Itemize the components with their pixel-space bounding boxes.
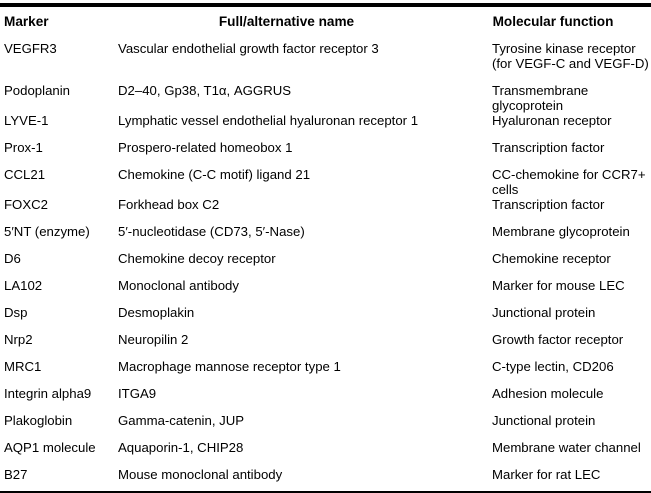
cell-fullname: Desmoplakin: [118, 305, 195, 320]
cell-marker: Prox-1: [4, 140, 43, 155]
cell-function: Junctional protein: [492, 413, 596, 428]
cell-fullname: Aquaporin-1, CHIP28: [118, 440, 244, 455]
cell-fullname: Prospero-related homeobox 1: [118, 140, 293, 155]
cell-function: Growth factor receptor: [492, 332, 624, 347]
cell-function-line-2: (for VEGF-C and VEGF-D): [492, 56, 649, 71]
cell-marker: AQP1 molecule: [4, 440, 96, 455]
table-row: B27 Mouse monoclonal antibody Marker for r…: [0, 467, 651, 491]
cell-function: Transcription factor: [492, 197, 605, 212]
cell-function-line-1: Tyrosine kinase receptor: [492, 41, 636, 56]
table-body: VEGFR3 Vascular endothelial growth factor…: [0, 41, 651, 491]
cell-function: Adhesion molecule: [492, 386, 604, 401]
cell-marker: VEGFR3: [4, 41, 57, 56]
cell-marker: Podoplanin: [4, 83, 70, 98]
table-row: Nrp2 Neuropilin 2 Growth factor receptor: [0, 332, 651, 359]
cell-marker: Plakoglobin: [4, 413, 73, 428]
table-row: FOXC2 Forkhead box C2 Transcription factor: [0, 197, 651, 224]
cell-marker: D6: [4, 251, 21, 266]
cell-marker: Dsp: [4, 305, 28, 320]
table-row: Dsp Desmoplakin Junctional protein: [0, 305, 651, 332]
cell-fullname: D2–40, Gp38, T1α, AGGRUS: [118, 83, 292, 98]
header-row: Marker Full/alternative name Molecular f…: [0, 7, 651, 41]
cell-fullname: Chemokine (C-C motif) ligand 21: [118, 167, 311, 182]
table-row: LYVE-1 Lymphatic vessel endothelial hyalu…: [0, 113, 651, 140]
cell-marker: Integrin alpha9: [4, 386, 92, 401]
cell-fullname: Macrophage mannose receptor type 1: [118, 359, 341, 374]
cell-fullname: 5′-nucleotidase (CD73, 5′-Nase): [118, 224, 305, 239]
cell-marker: Nrp2: [4, 332, 33, 347]
table-row: VEGFR3 Vascular endothelial growth factor…: [0, 41, 651, 83]
cell-function: Marker for rat LEC: [492, 467, 601, 482]
table-row: MRC1 Macrophage mannose receptor type 1 C-…: [0, 359, 651, 386]
cell-fullname: Lymphatic vessel endothelial hyaluronan …: [118, 113, 419, 128]
cell-marker: 5′NT (enzyme): [4, 224, 90, 239]
cell-function: Marker for mouse LEC: [492, 278, 625, 293]
lymphatic-marker-table: Marker Full/alternative name Molecular f…: [0, 7, 651, 491]
table-row: CCL21 Chemokine (C-C motif) ligand 21 CC-c…: [0, 167, 651, 197]
cell-function: Transcription factor: [492, 140, 605, 155]
cell-marker: LA102: [4, 278, 43, 293]
cell-fullname: ITGA9: [118, 386, 157, 401]
table-row: Integrin alpha9 ITGA9 Adhesion molecule: [0, 386, 651, 413]
column-header-fullname: Full/alternative name: [218, 14, 355, 29]
cell-fullname: Monoclonal antibody: [118, 278, 239, 293]
cell-marker: LYVE-1: [4, 113, 49, 128]
table-row: AQP1 molecule Aquaporin-1, CHIP28 Membrane…: [0, 440, 651, 467]
cell-marker: MRC1: [4, 359, 42, 374]
table-row: Prox-1 Prospero-related homeobox 1 Transcr…: [0, 140, 651, 167]
table-header: Marker Full/alternative name Molecular f…: [0, 7, 651, 41]
table-row: Podoplanin D2–40, Gp38, T1α, AGGRUS Transm…: [0, 83, 651, 113]
column-header-marker: Marker: [4, 14, 49, 29]
cell-function: Junctional protein: [492, 305, 596, 320]
cell-function: CC-chemokine for CCR7+ cells: [492, 167, 646, 197]
cell-marker: FOXC2: [4, 197, 48, 212]
table-row: LA102 Monoclonal antibody Marker for mouse…: [0, 278, 651, 305]
cell-function: Chemokine receptor: [492, 251, 611, 266]
cell-marker: B27: [4, 467, 28, 482]
cell-fullname: Mouse monoclonal antibody: [118, 467, 283, 482]
table-row: Plakoglobin Gamma-catenin, JUP Junctional …: [0, 413, 651, 440]
cell-fullname: Chemokine decoy receptor: [118, 251, 276, 266]
cell-fullname: Gamma-catenin, JUP: [118, 413, 245, 428]
marker-table-figure: Marker Full/alternative name Molecular f…: [0, 3, 651, 493]
table-top-rule: [0, 3, 651, 7]
column-header-function: Molecular function: [492, 14, 614, 29]
cell-fullname: Forkhead box C2: [118, 197, 220, 212]
cell-function: Membrane glycoprotein: [492, 224, 630, 239]
cell-function: C-type lectin, CD206: [492, 359, 614, 374]
table-row: 5′NT (enzyme) 5′-nucleotidase (CD73, 5′-N…: [0, 224, 651, 251]
cell-marker: CCL21: [4, 167, 46, 182]
cell-function: Tyrosine kinase receptor(for VEGF-C and …: [455, 41, 651, 83]
table-row: D6 Chemokine decoy receptor Chemokine rece…: [0, 251, 651, 278]
cell-function: Transmembrane glycoprotein: [492, 83, 589, 113]
cell-function: Hyaluronan receptor: [492, 113, 612, 128]
cell-fullname: Neuropilin 2: [118, 332, 189, 347]
cell-fullname: Vascular endothelial growth factor recep…: [118, 41, 379, 56]
cell-function: Membrane water channel: [492, 440, 641, 455]
